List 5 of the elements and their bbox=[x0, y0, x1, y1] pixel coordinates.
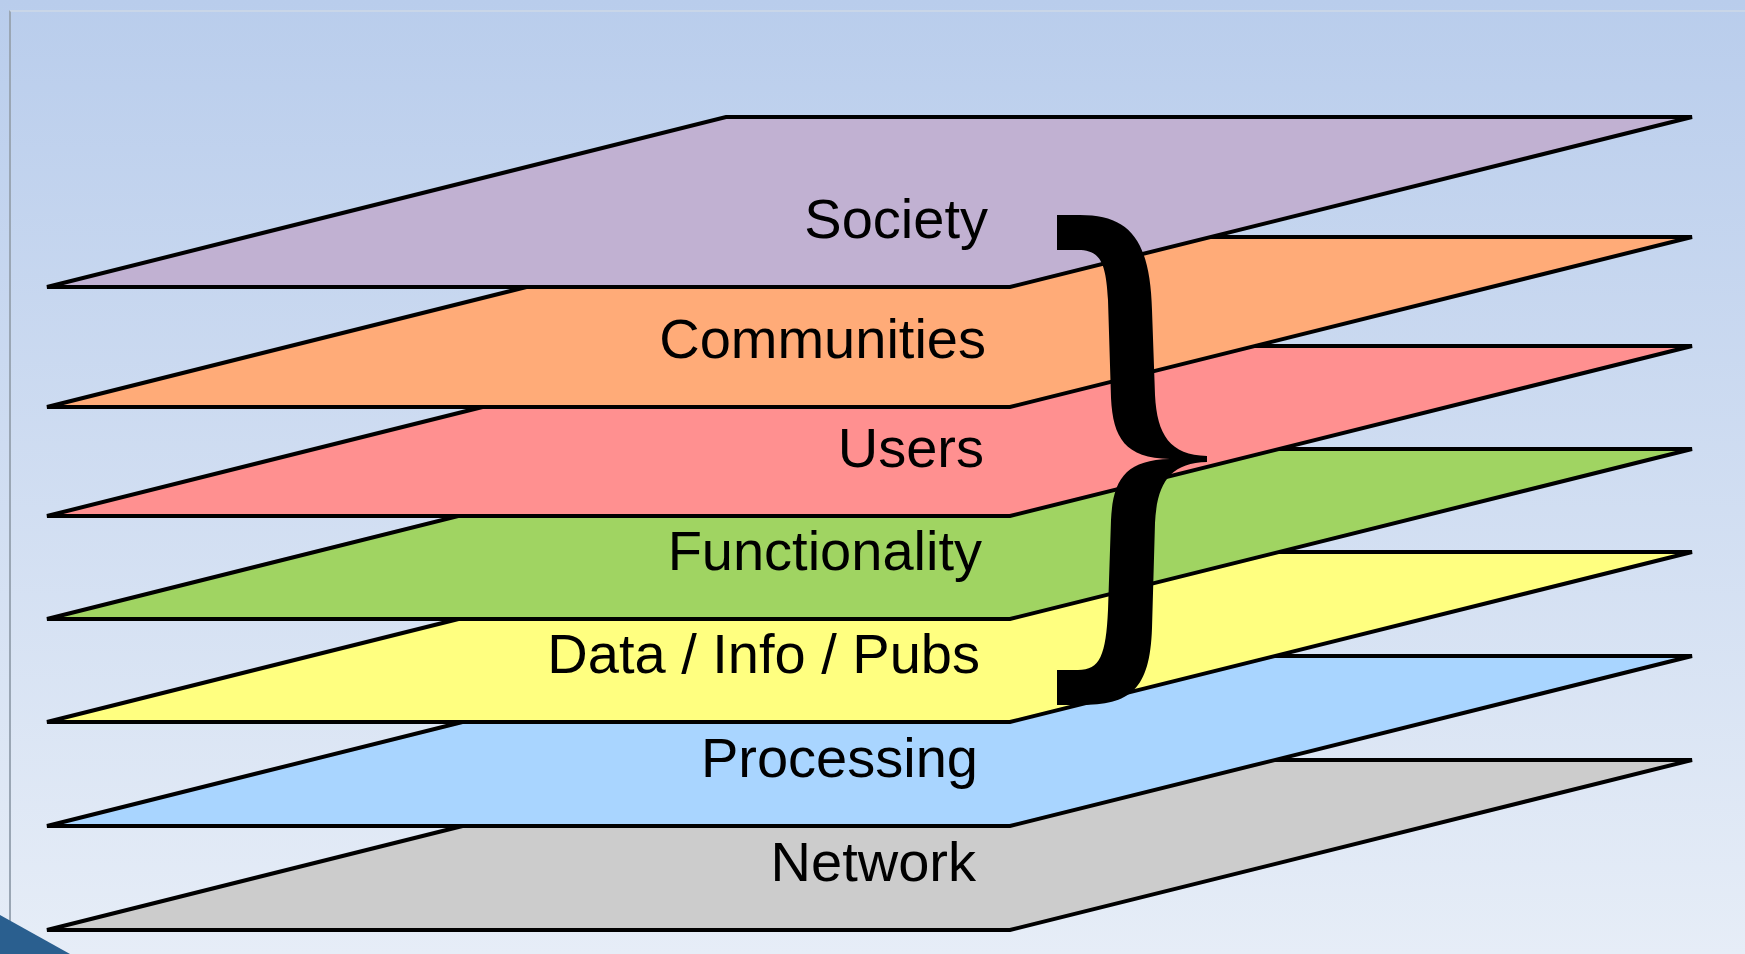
layer-label: Network bbox=[770, 834, 976, 890]
layer-label: Users bbox=[837, 420, 984, 476]
bracket bbox=[1057, 215, 1207, 705]
layer-label: Data / Info / Pubs bbox=[547, 626, 980, 682]
layer-label: Communities bbox=[659, 311, 986, 367]
